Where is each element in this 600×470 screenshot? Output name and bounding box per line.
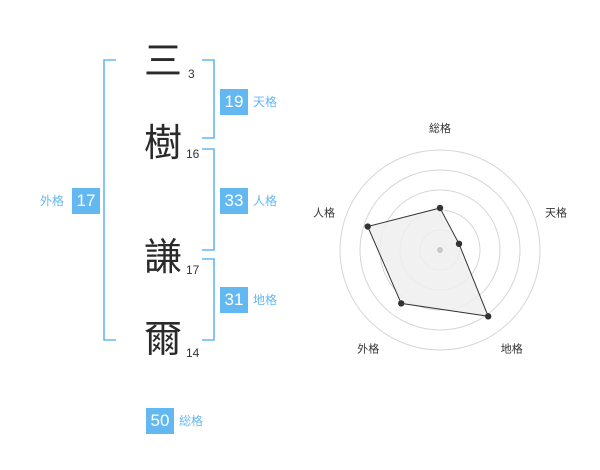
tenkaku-label: 天格 bbox=[253, 95, 278, 109]
gaikaku-bracket bbox=[103, 59, 116, 341]
chikaku-label: 地格 bbox=[253, 293, 278, 307]
radar-axis-label: 外格 bbox=[357, 342, 379, 356]
radar-axis-label: 総格 bbox=[429, 121, 451, 135]
radar-point bbox=[455, 240, 463, 248]
radar-point bbox=[364, 223, 371, 230]
name-char-1: 三 bbox=[143, 39, 182, 83]
radar-axis-label: 人格 bbox=[313, 205, 335, 219]
jinkaku-label: 人格 bbox=[253, 194, 278, 208]
gaikaku-value: 17 bbox=[72, 188, 100, 214]
jinkaku-bracket bbox=[202, 148, 215, 251]
brackets bbox=[103, 59, 215, 341]
radar-point bbox=[484, 313, 492, 320]
radar-ring bbox=[339, 149, 541, 351]
radar-axis-label: 天格 bbox=[545, 205, 567, 219]
radar-point bbox=[436, 204, 444, 212]
radar-point bbox=[398, 300, 405, 307]
stroke-count-2: 16 bbox=[186, 147, 200, 161]
soukaku-value: 50 bbox=[146, 408, 174, 434]
radar-polygon bbox=[367, 207, 489, 317]
name-char-4: 爾 bbox=[143, 317, 182, 361]
name-char-2: 樹 bbox=[143, 121, 182, 165]
soukaku-label: 総格 bbox=[179, 414, 204, 428]
tenkaku-value: 19 bbox=[220, 89, 248, 115]
stroke-count-3: 17 bbox=[186, 263, 200, 277]
radar-axis-label: 地格 bbox=[501, 342, 523, 356]
radar-ring bbox=[359, 169, 521, 331]
jinkaku-value: 33 bbox=[220, 188, 248, 214]
tenkaku-bracket bbox=[202, 59, 215, 139]
chikaku-bracket bbox=[202, 258, 215, 341]
gaikaku-label: 外格 bbox=[40, 194, 65, 208]
stroke-count-4: 14 bbox=[186, 346, 200, 360]
stroke-count-1: 3 bbox=[188, 67, 195, 81]
name-char-3: 謙 bbox=[143, 235, 182, 279]
radar-center-dot bbox=[437, 247, 443, 253]
chikaku-value: 31 bbox=[220, 287, 248, 313]
